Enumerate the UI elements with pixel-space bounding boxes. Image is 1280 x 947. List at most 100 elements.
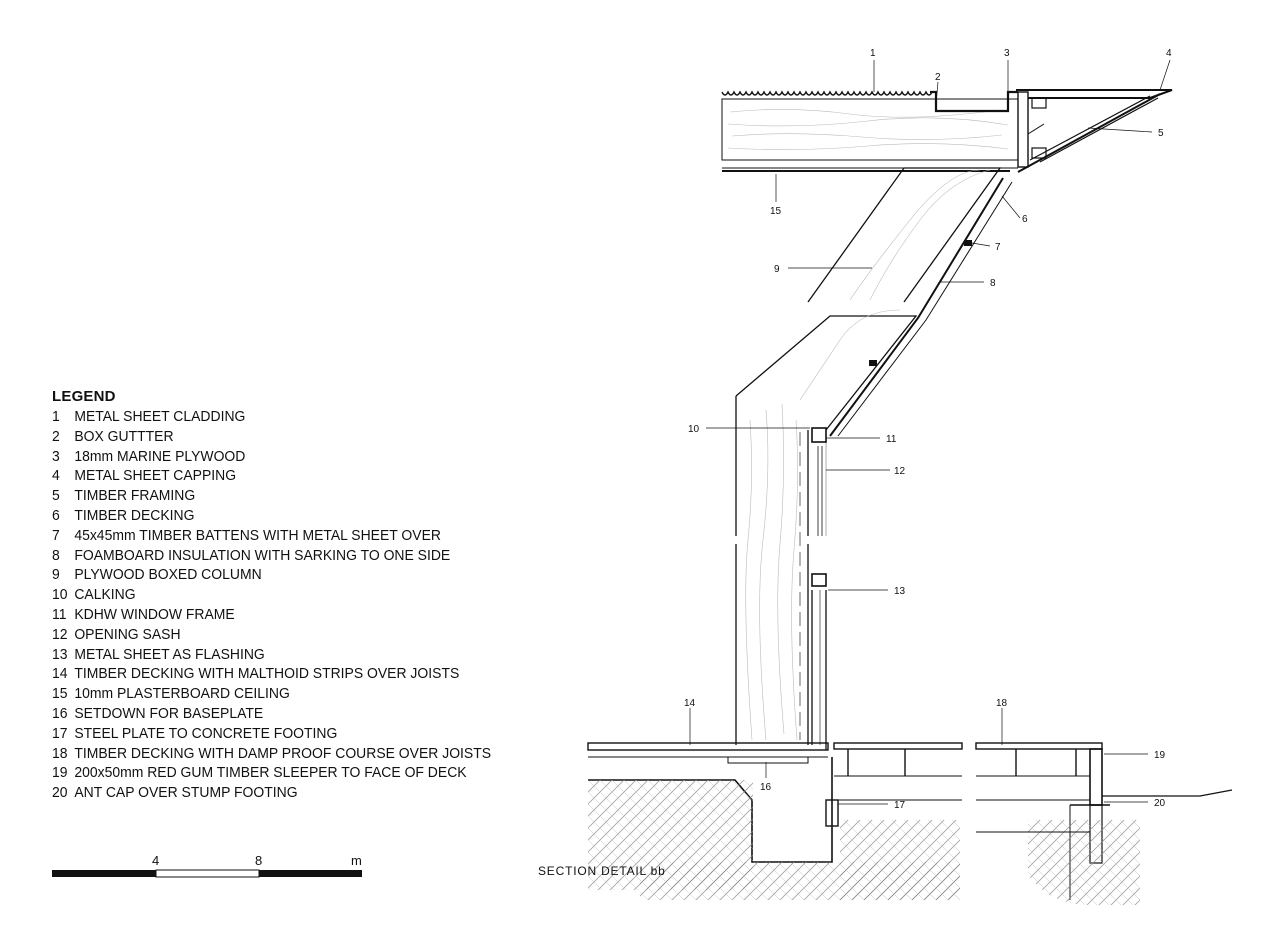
callout-10: 10 [688, 424, 700, 435]
scale-label-4: 4 [152, 853, 160, 868]
callout-5: 5 [1158, 128, 1164, 139]
legend-item-text: 45x45mm TIMBER BATTENS WITH METAL SHEET … [74, 526, 441, 544]
legend-item-text: STEEL PLATE TO CONCRETE FOOTING [74, 724, 338, 742]
legend-item-text: CALKING [74, 586, 136, 604]
legend-item-text: TIMBER FRAMING [74, 487, 196, 505]
callout-leaders [689, 59, 1171, 805]
callout-9: 9 [774, 264, 780, 275]
legend-item-number: 20 [52, 784, 68, 802]
callout-20: 20 [1154, 798, 1166, 809]
scale-bar [52, 869, 362, 878]
legend-item-number: 11 [52, 605, 67, 623]
callout-1: 1 [870, 48, 876, 59]
legend-item-text: TIMBER DECKING [74, 506, 195, 524]
legend-item-text: OPENING SASH [74, 625, 181, 643]
legend-item-text: 10mm PLASTERBOARD CEILING [74, 685, 290, 703]
callout-17: 17 [894, 800, 906, 811]
legend-item-text: METAL SHEET CAPPING [74, 467, 237, 485]
scale-label-8: 8 [255, 853, 263, 868]
callout-4: 4 [1166, 48, 1172, 59]
legend-item-number: 3 [52, 447, 60, 465]
legend-item-number: 7 [52, 526, 60, 544]
legend-item-text: ANT CAP OVER STUMP FOOTING [74, 784, 298, 802]
legend-item: 13 METAL SHEET AS FLASHING [52, 645, 491, 665]
callout-numbers: 1 2 3 4 5 6 7 8 9 10 11 12 13 14 15 16 1… [684, 48, 1172, 811]
legend-item: 4 METAL SHEET CAPPING [52, 466, 491, 486]
legend-item: 10 CALKING [52, 585, 491, 605]
legend-item-number: 12 [52, 625, 68, 643]
legend-item: 2 BOX GUTTTER [52, 427, 491, 447]
legend-item-text: FOAMBOARD INSULATION WITH SARKING TO ONE… [74, 546, 451, 564]
legend-item-number: 8 [52, 546, 60, 564]
legend-item-number: 15 [52, 685, 68, 703]
legend-item-text: METAL SHEET CLADDING [74, 408, 246, 425]
legend-item: 9 PLYWOOD BOXED COLUMN [52, 565, 491, 585]
callout-19: 19 [1154, 750, 1166, 761]
legend-title: LEGEND [52, 388, 116, 405]
red-gum-sleeper [1089, 748, 1103, 806]
legend-item: 15 10mm PLASTERBOARD CEILING [52, 684, 491, 704]
legend-item: 1 METAL SHEET CLADDING [52, 407, 491, 427]
legend-item: 6 TIMBER DECKING [52, 506, 491, 526]
legend-item: 14 TIMBER DECKING WITH MALTHOID STRIPS OV… [52, 664, 491, 684]
legend-item-number: 2 [52, 427, 60, 445]
callout-18: 18 [996, 698, 1008, 709]
callout-14: 14 [684, 698, 696, 709]
legend-item-number: 6 [52, 506, 60, 524]
legend-item: 7 45x45mm TIMBER BATTENS WITH METAL SHEET… [52, 526, 491, 546]
callout-15: 15 [770, 206, 782, 217]
legend: LEGEND 1 METAL SHEET CLADDING 2 BOX GUTTTER… [52, 387, 524, 803]
callout-16: 16 [760, 782, 772, 793]
callout-11: 11 [886, 434, 897, 445]
legend-item-text: BOX GUTTTER [74, 427, 174, 445]
legend-item-text: 200x50mm RED GUM TIMBER SLEEPER TO FACE … [74, 764, 467, 782]
legend-item-number: 9 [52, 566, 60, 584]
legend-item-number: 19 [52, 764, 68, 782]
legend-item-number: 16 [52, 704, 68, 722]
legend-item-number: 1 [52, 408, 60, 425]
legend-item: 12 OPENING SASH [52, 625, 491, 645]
legend-item: 16 SETDOWN FOR BASEPLATE [52, 704, 491, 724]
steel-plate [825, 799, 839, 827]
legend-item: 20 ANT CAP OVER STUMP FOOTING [52, 783, 491, 803]
callout-12: 12 [894, 466, 906, 477]
legend-item-number: 10 [52, 586, 68, 604]
deck-and-footings [587, 742, 1233, 905]
plywood-boxed-column [735, 93, 1161, 750]
legend-item-number: 18 [52, 744, 68, 762]
legend-item: 3 18mm MARINE PLYWOOD [52, 447, 491, 467]
window-frame [811, 427, 827, 443]
legend-item-text: 18mm MARINE PLYWOOD [74, 447, 246, 465]
legend-item-text: METAL SHEET AS FLASHING [74, 645, 265, 663]
callout-3: 3 [1004, 48, 1010, 59]
scale-label-unit: m [351, 853, 362, 868]
callout-6: 6 [1022, 214, 1028, 225]
legend-item-text: KDHW WINDOW FRAME [74, 605, 235, 623]
section-title: SECTION DETAIL bb [538, 864, 666, 878]
timber-decking-sloped [829, 177, 1004, 437]
metal-sheet-capping [1016, 89, 1173, 99]
timber-decking-dpc [975, 742, 1103, 750]
callout-13: 13 [894, 586, 906, 597]
legend-item: 19 200x50mm RED GUM TIMBER SLEEPER TO FAC… [52, 763, 491, 783]
callout-8: 8 [990, 278, 996, 289]
timber-decking-malthoid [587, 742, 829, 751]
legend-item-number: 4 [52, 467, 60, 485]
setdown-baseplate [727, 756, 809, 764]
metal-sheet-flashing [811, 573, 827, 587]
legend-item-text: SETDOWN FOR BASEPLATE [74, 704, 264, 722]
legend-item-number: 5 [52, 487, 60, 505]
foamboard-insulation [837, 181, 1013, 437]
legend-item-text: PLYWOOD BOXED COLUMN [74, 566, 262, 584]
roof-assembly [721, 89, 1173, 172]
legend-item: 8 FOAMBOARD INSULATION WITH SARKING TO ON… [52, 546, 491, 566]
callout-2: 2 [935, 72, 941, 83]
metal-sheet-cladding [721, 90, 933, 96]
legend-item-text: TIMBER DECKING WITH MALTHOID STRIPS OVER… [74, 665, 460, 683]
legend-item-number: 14 [52, 665, 68, 683]
legend-item-number: 13 [52, 645, 68, 663]
box-gutter [930, 90, 1018, 113]
